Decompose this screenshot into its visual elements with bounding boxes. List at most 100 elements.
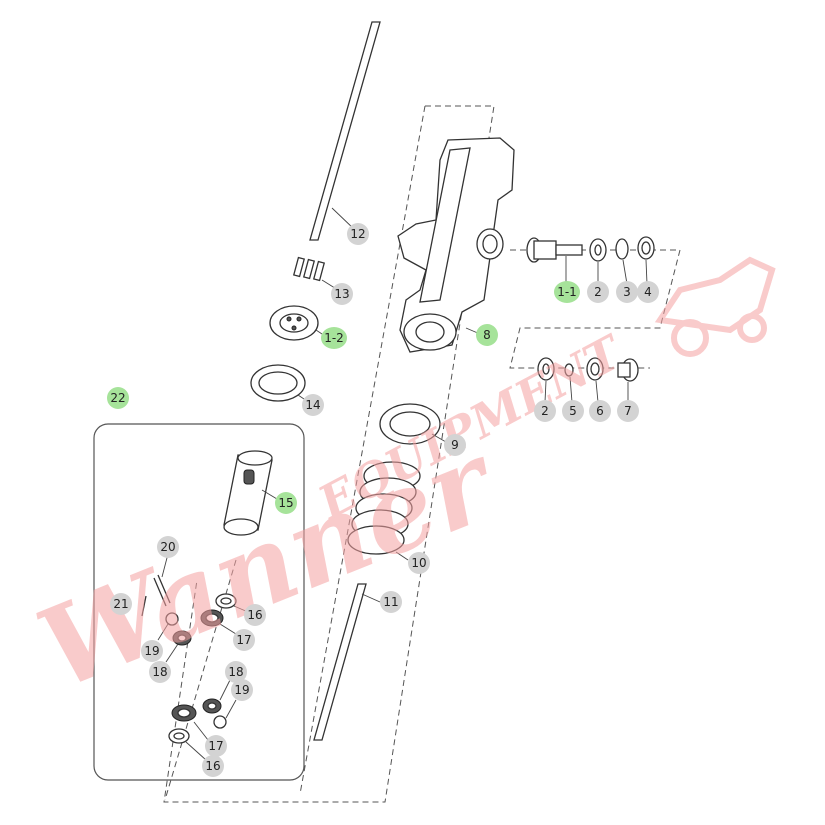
housing-part-8[interactable] (397, 137, 515, 353)
ball-part-19b[interactable] (213, 699, 237, 729)
washer-part-2b[interactable] (537, 357, 555, 403)
callout-badge (444, 434, 466, 456)
seal-part-14[interactable] (250, 364, 311, 404)
callout-badge (347, 223, 369, 245)
callout-17b[interactable]: 17 (205, 735, 227, 757)
shaft-part-1-1[interactable] (526, 237, 583, 282)
callout-19b[interactable]: 19 (231, 679, 253, 701)
callout-badge (110, 593, 132, 615)
rod-part-12[interactable] (309, 21, 381, 241)
callout-label: 2 (594, 285, 602, 299)
seat-part-18a[interactable] (165, 630, 192, 663)
plug-part-7[interactable] (617, 358, 639, 402)
callout-label: 5 (569, 404, 577, 418)
callout-label: 17 (236, 633, 251, 647)
bearing-part-1-2[interactable] (269, 305, 329, 341)
callout-badge (476, 324, 498, 346)
callout-label: 6 (596, 404, 604, 418)
ball-part-19a[interactable] (157, 612, 179, 641)
pins-part-13[interactable] (292, 256, 339, 291)
tractor-logo-icon (654, 256, 776, 357)
seal-part-6[interactable] (586, 357, 604, 403)
callout-badge (225, 661, 247, 683)
callout-badge (275, 492, 297, 514)
callout-15[interactable]: 15 (275, 492, 297, 514)
piston-part-15[interactable] (223, 450, 283, 536)
callout-14[interactable]: 14 (302, 394, 324, 416)
callout-label: 16 (247, 608, 262, 622)
callout-label: 19 (144, 644, 159, 658)
callout-label: 9 (451, 438, 459, 452)
callout-label: 18 (228, 665, 243, 679)
callout-badge (616, 281, 638, 303)
callout-label: 21 (113, 597, 128, 611)
callout-label: 17 (208, 739, 223, 753)
callout-badge (302, 394, 324, 416)
callout-10[interactable]: 10 (408, 552, 430, 574)
washer-part-16b[interactable] (168, 728, 207, 761)
callout-4[interactable]: 4 (637, 281, 659, 303)
callout-9[interactable]: 9 (444, 434, 466, 456)
callout-badge (554, 281, 580, 303)
callout-1-1[interactable]: 1-1 (554, 281, 580, 303)
callout-8[interactable]: 8 (476, 324, 498, 346)
callout-label: 8 (483, 328, 491, 342)
oring-part-3[interactable] (615, 238, 629, 285)
callout-5[interactable]: 5 (562, 400, 584, 422)
oring-part-5[interactable] (564, 363, 574, 403)
callout-13[interactable]: 13 (331, 283, 353, 305)
callout-16a[interactable]: 16 (244, 604, 266, 626)
callout-badge (534, 400, 556, 422)
callout-label: 14 (305, 398, 320, 412)
callout-badge (244, 604, 266, 626)
callout-2b[interactable]: 2 (534, 400, 556, 422)
callout-label: 1-1 (557, 285, 577, 299)
callout-badge (562, 400, 584, 422)
callout-label: 2 (541, 404, 549, 418)
pin-part-21[interactable] (141, 595, 147, 617)
callout-badge (331, 283, 353, 305)
callout-badge (617, 400, 639, 422)
washer-part-2a[interactable] (589, 238, 607, 284)
spring-part-10[interactable] (347, 461, 421, 561)
callout-badge (589, 400, 611, 422)
callout-3[interactable]: 3 (616, 281, 638, 303)
callout-6[interactable]: 6 (589, 400, 611, 422)
callout-label: 3 (623, 285, 631, 299)
callout-label: 7 (624, 404, 632, 418)
callout-badge (380, 591, 402, 613)
callout-17a[interactable]: 17 (233, 629, 255, 651)
callout-label: 13 (334, 287, 349, 301)
callout-label: 19 (234, 683, 249, 697)
callout-badge (157, 536, 179, 558)
callout-label: 10 (411, 556, 426, 570)
callout-11[interactable]: 11 (380, 591, 402, 613)
callout-12[interactable]: 12 (347, 223, 369, 245)
callout-20[interactable]: 20 (157, 536, 179, 558)
callout-19a[interactable]: 19 (141, 640, 163, 662)
kit-frame (93, 423, 305, 781)
callout-16b[interactable]: 16 (202, 755, 224, 777)
callout-7[interactable]: 7 (617, 400, 639, 422)
callout-label: 4 (644, 285, 652, 299)
callout-label: 15 (278, 496, 293, 510)
callout-18a[interactable]: 18 (149, 661, 171, 683)
seal-part-9[interactable] (379, 403, 447, 445)
valve-part-17a[interactable] (200, 609, 237, 635)
callout-label: 16 (205, 759, 220, 773)
seat-part-18b[interactable] (202, 679, 231, 714)
callout-21[interactable]: 21 (110, 593, 132, 615)
valve-part-17b[interactable] (171, 704, 209, 741)
callout-1-2[interactable]: 1-2 (321, 327, 347, 349)
callout-badge (205, 735, 227, 757)
seal-part-4[interactable] (637, 236, 655, 285)
callout-label: 22 (110, 391, 125, 405)
callout-22[interactable]: 22 (107, 387, 129, 409)
callout-label: 11 (383, 595, 398, 609)
callout-badge (587, 281, 609, 303)
callout-badge (637, 281, 659, 303)
callout-2a[interactable]: 2 (587, 281, 609, 303)
rod-part-11[interactable] (313, 583, 381, 741)
callout-18b[interactable]: 18 (225, 661, 247, 683)
